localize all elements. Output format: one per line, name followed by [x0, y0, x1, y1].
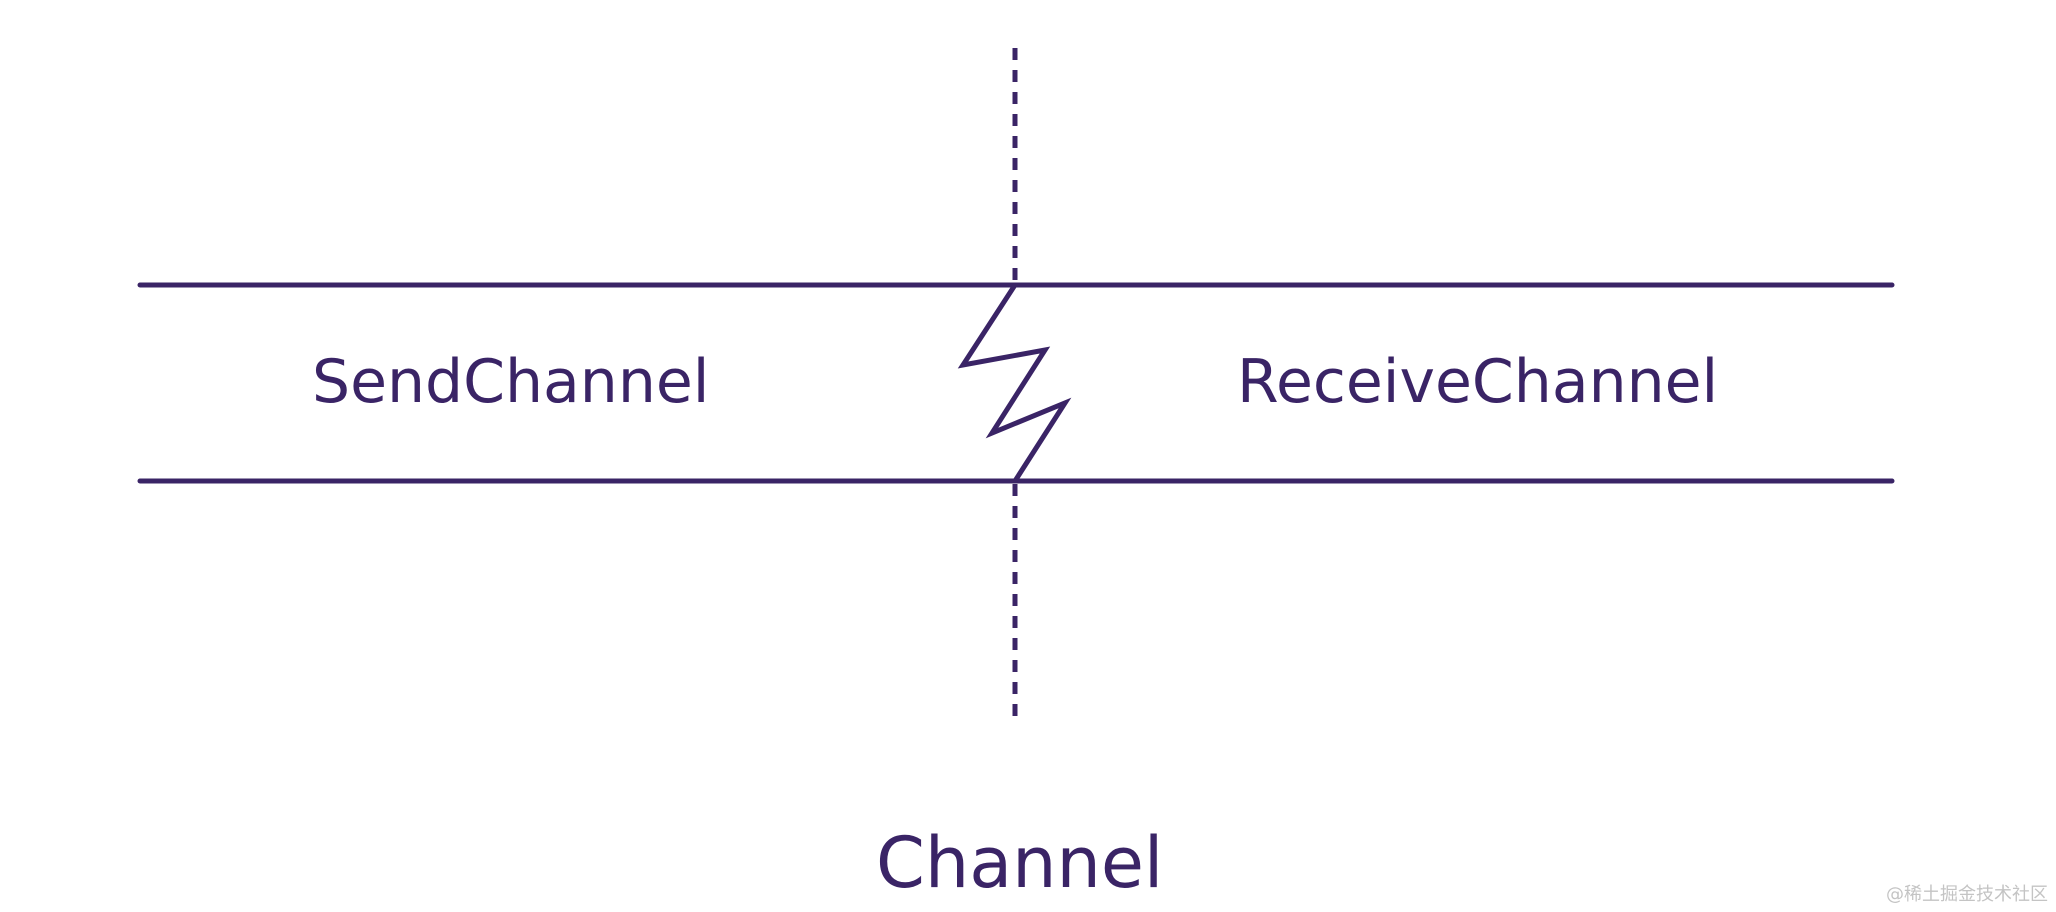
- receive-channel-label: ReceiveChannel: [1237, 347, 1719, 417]
- channel-title: Channel: [876, 822, 1164, 904]
- zigzag-break: [957, 282, 1072, 484]
- watermark: @稀土掘金技术社区: [1886, 884, 2048, 905]
- send-channel-label: SendChannel: [312, 347, 710, 417]
